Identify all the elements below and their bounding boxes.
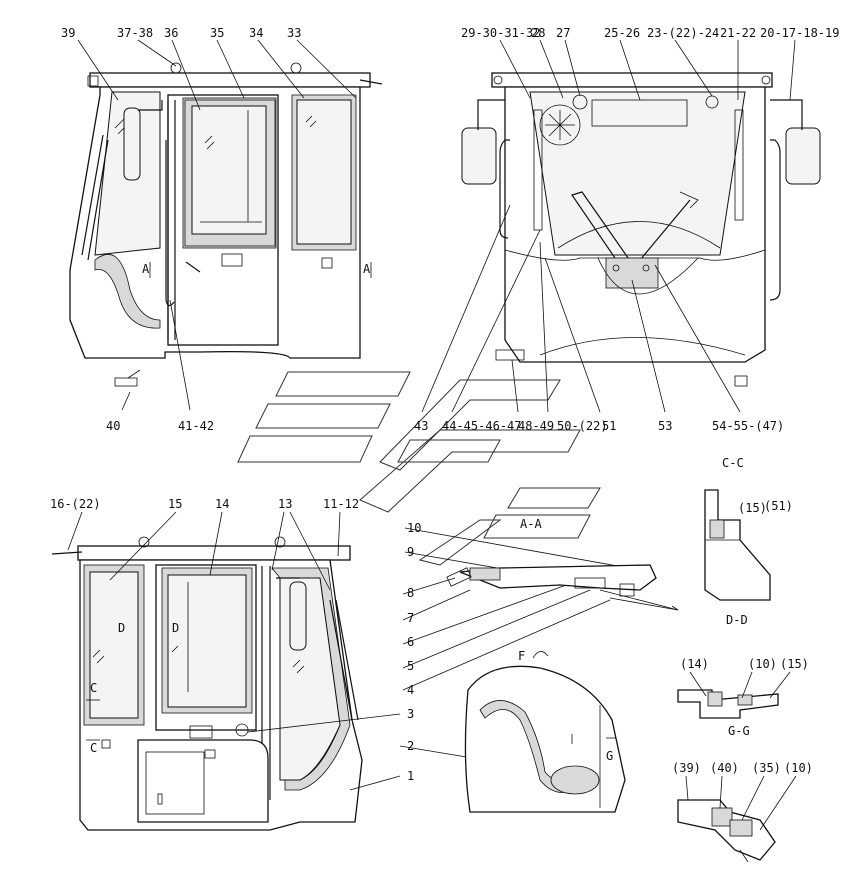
top-right-leaders — [421, 39, 796, 413]
label-section-cc: C-C — [722, 456, 744, 470]
label-d-1: D — [118, 621, 125, 635]
section-c-c-d-d — [704, 489, 771, 601]
label-35: 35 — [210, 26, 224, 40]
label-53: 53 — [658, 419, 672, 433]
cab-side-view-left: A A — [69, 62, 383, 387]
label-s15-a: (15) — [738, 501, 767, 515]
label-c-2: C — [90, 741, 97, 755]
label-11-12: 11-12 — [323, 497, 359, 511]
label-41-42: 41-42 — [178, 419, 214, 433]
label-7: 7 — [407, 611, 414, 625]
label-43: 43 — [414, 419, 428, 433]
label-44-47: 44-45-46-47 — [442, 419, 521, 433]
cab-side-view-right: D D C C — [51, 536, 363, 831]
label-a-1: A — [142, 262, 150, 276]
label-20-19: 20-17-18-19 — [760, 26, 839, 40]
label-3: 3 — [407, 707, 414, 721]
detail-f — [464, 651, 626, 813]
label-s35: (35) — [752, 761, 781, 775]
label-34: 34 — [249, 26, 263, 40]
label-4: 4 — [407, 683, 414, 697]
label-s10-a: (10) — [748, 657, 777, 671]
label-section-gg: G-G — [728, 724, 750, 738]
label-1: 1 — [407, 769, 414, 783]
label-33: 33 — [287, 26, 301, 40]
label-6: 6 — [407, 635, 414, 649]
label-29-32: 29-30-31-32 — [461, 26, 540, 40]
label-10: 10 — [407, 521, 421, 535]
label-s10-b: (10) — [784, 761, 813, 775]
watermark-logo — [237, 371, 601, 566]
label-14: 14 — [215, 497, 229, 511]
label-d-2: D — [172, 621, 179, 635]
label-section-aa: A-A — [520, 517, 542, 531]
label-48-49: 48-49 — [518, 419, 554, 433]
label-13: 13 — [278, 497, 292, 511]
top-left-leaders — [77, 39, 357, 411]
label-section-dd: D-D — [726, 613, 748, 627]
label-23-24: 23-(22)-24 — [647, 26, 719, 40]
label-39: 39 — [61, 26, 75, 40]
label-s14: (14) — [680, 657, 709, 671]
label-15: 15 — [168, 497, 182, 511]
label-s39: (39) — [672, 761, 701, 775]
label-25-26: 25-26 — [604, 26, 640, 40]
label-a-2: A — [363, 262, 371, 276]
label-54-55: 54-55-(47) — [712, 419, 784, 433]
label-37-38: 37-38 — [117, 26, 153, 40]
label-s15-b: (15) — [780, 657, 809, 671]
label-c-1: C — [90, 681, 97, 695]
label-8: 8 — [407, 586, 414, 600]
label-36: 36 — [164, 26, 178, 40]
label-5: 5 — [407, 659, 414, 673]
label-21-22: 21-22 — [720, 26, 756, 40]
cab-front-view — [461, 72, 821, 387]
label-27: 27 — [556, 26, 570, 40]
label-f: F — [518, 649, 525, 663]
label-s51: (51) — [764, 499, 793, 513]
label-g: G — [606, 749, 613, 763]
label-50: 50-(22) — [557, 419, 608, 433]
label-51: 51 — [602, 419, 616, 433]
section-g-g — [677, 689, 779, 719]
label-2: 2 — [407, 739, 414, 753]
detail-bottom-right — [677, 799, 776, 863]
label-40: 40 — [106, 419, 120, 433]
label-9: 9 — [407, 545, 414, 559]
section-a-a — [446, 564, 679, 611]
label-28: 28 — [531, 26, 545, 40]
label-16: 16-(22) — [50, 497, 101, 511]
label-s40: (40) — [710, 761, 739, 775]
